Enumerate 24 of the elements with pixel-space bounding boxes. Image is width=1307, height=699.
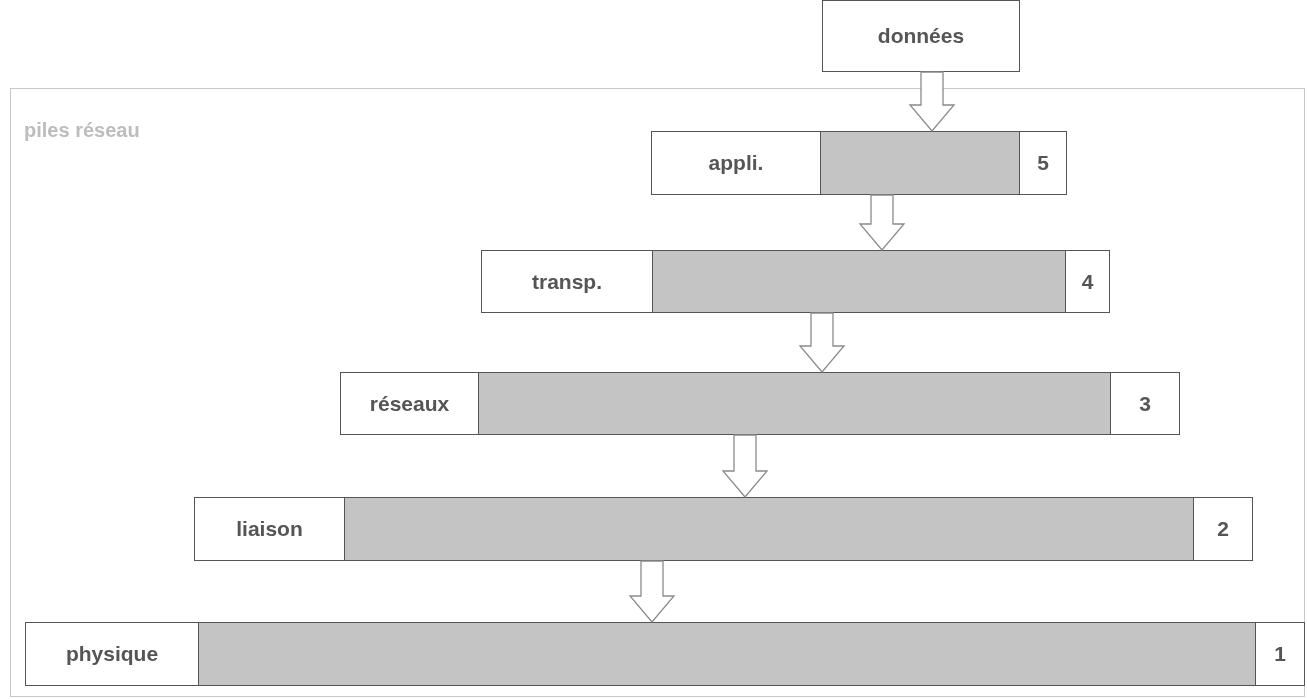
layer-row [25, 622, 1305, 686]
layer-number: 1 [1273, 641, 1287, 667]
layer-name: appli. [707, 150, 765, 176]
layer-row [651, 131, 1067, 195]
layer-name: liaison [235, 516, 304, 542]
layer-row [194, 497, 1253, 561]
block-arrow [798, 312, 846, 373]
layer-name: transp. [531, 268, 603, 295]
layer-name: physique [64, 641, 160, 667]
layer-number: 3 [1138, 390, 1152, 417]
block-arrow [628, 560, 676, 623]
layer-row [340, 372, 1180, 435]
group-frame [10, 88, 1305, 697]
layer-row [481, 250, 1110, 313]
layer-number: 5 [1036, 150, 1050, 176]
layer-number: 2 [1216, 516, 1230, 542]
block-arrow [908, 71, 956, 132]
block-arrow [858, 194, 906, 251]
block-arrow [721, 434, 769, 498]
layer-name: réseaux [368, 390, 451, 417]
layer-number: 4 [1080, 268, 1095, 295]
data-box [822, 0, 1020, 72]
group-title: piles réseau [24, 119, 140, 142]
box-label: données [877, 24, 965, 48]
